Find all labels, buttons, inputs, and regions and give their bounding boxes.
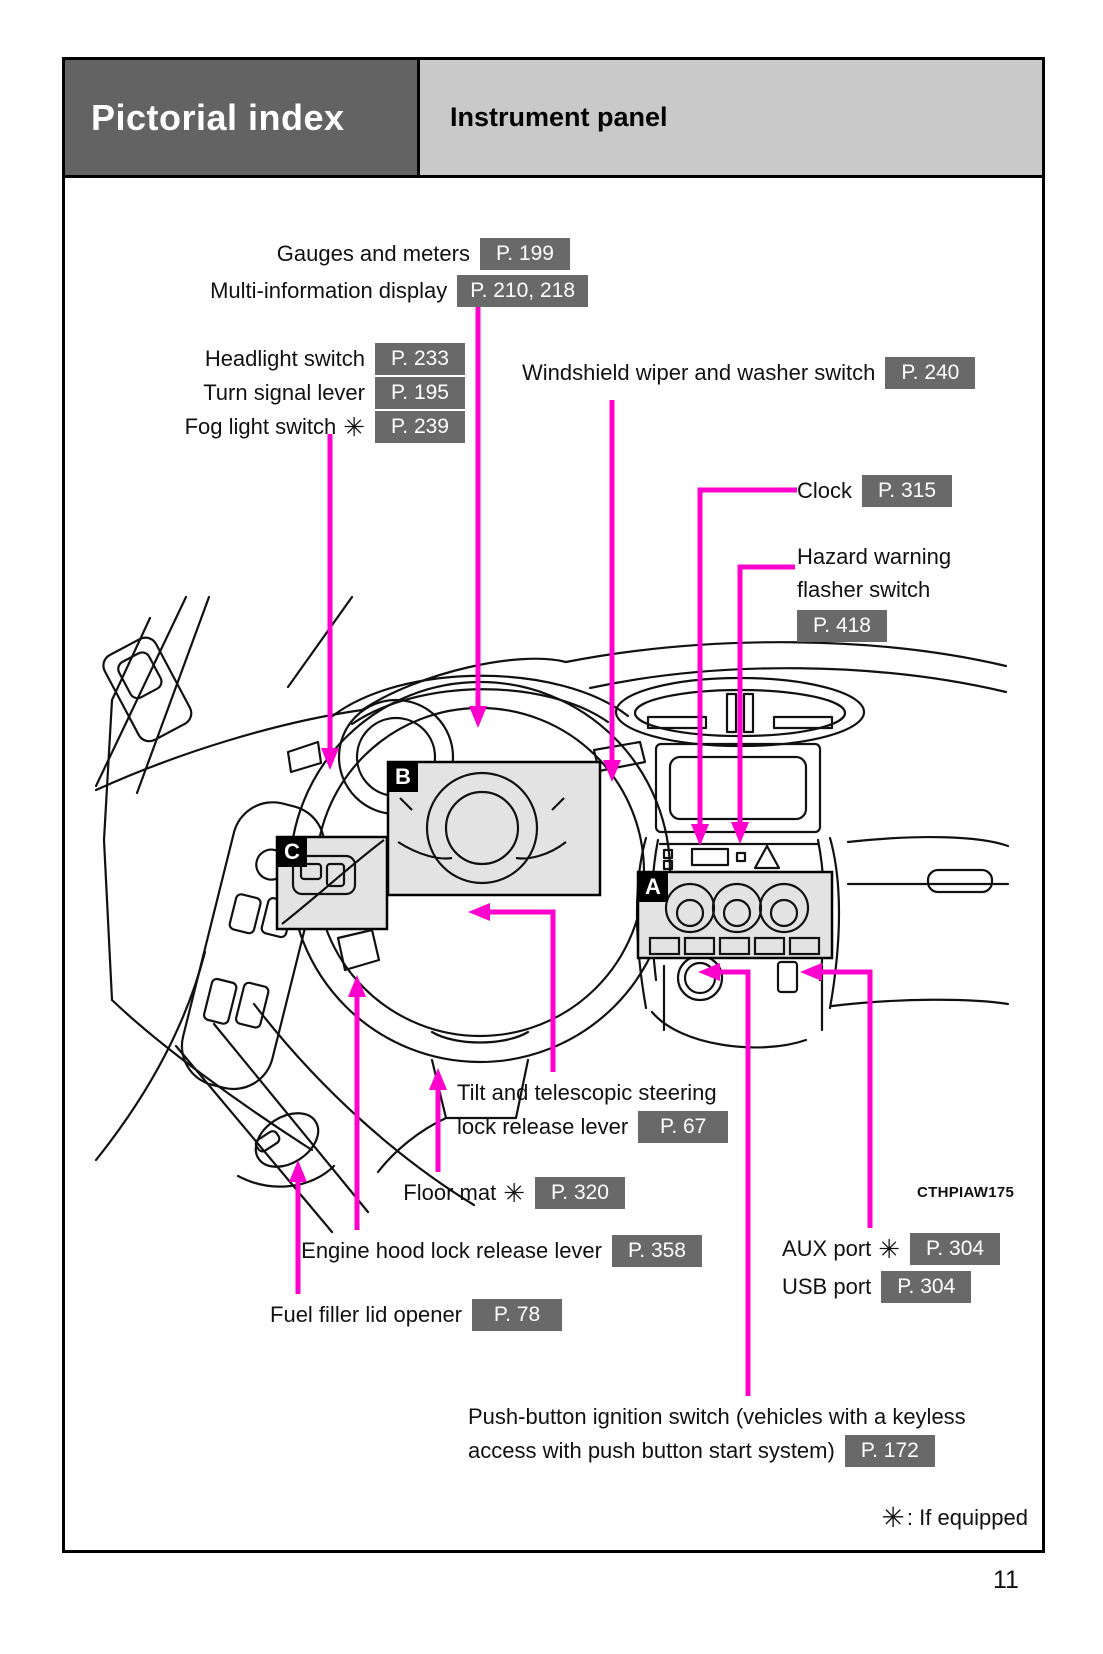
page-ref-badge: P. 304 <box>910 1233 1001 1265</box>
label-fog-light-switch: Fog light switch ✳ P. 239 <box>185 410 465 444</box>
label-text: Gauges and meters <box>276 241 470 266</box>
label-text: USB port <box>782 1274 872 1299</box>
label-headlight-switch: Headlight switch P. 233 <box>205 342 465 376</box>
page-ref-badge: P. 418 <box>797 610 887 642</box>
callout-letter-b: B <box>388 762 418 792</box>
label-text-line1: Hazard warning <box>797 544 952 569</box>
label-text-line1: Push-button ignition switch (vehicles wi… <box>468 1404 966 1429</box>
if-equipped-footnote: ✳ : If equipped <box>881 1504 1028 1532</box>
label-text: Headlight switch <box>204 346 365 371</box>
hazard-triangle-button <box>753 844 781 870</box>
dashboard-line-art <box>94 595 1010 1234</box>
label-text: Engine hood lock release lever <box>301 1238 602 1263</box>
label-text: Fog light switch <box>184 414 337 439</box>
leader-arrowheads <box>289 706 822 1182</box>
label-floor-mat: Floor mat ✳ P. 320 <box>403 1176 625 1210</box>
page-ref-badge: P. 240 <box>885 357 976 389</box>
page-ref-badge: P. 67 <box>638 1111 729 1143</box>
door-panel <box>94 616 326 1162</box>
label-clock: Clock P. 315 <box>797 474 953 508</box>
leader-hazard <box>737 564 795 824</box>
label-text-line2: lock release lever <box>457 1114 629 1139</box>
page-ref-badge: P. 315 <box>862 475 953 507</box>
page-header: Pictorial index Instrument panel <box>62 57 1045 178</box>
label-text-line2: access with push button start system) <box>468 1438 835 1463</box>
label-turn-signal-lever: Turn signal lever P. 195 <box>203 376 465 410</box>
hood-release-lever <box>336 928 381 972</box>
callout-letter-c: C <box>277 837 307 867</box>
page-ref-badge: P. 358 <box>612 1235 702 1267</box>
label-text: Clock <box>797 478 853 503</box>
page-ref-badge: P. 199 <box>480 238 570 270</box>
label-text-line1: Tilt and telescopic steering <box>457 1080 717 1105</box>
label-text: Turn signal lever <box>203 380 365 405</box>
label-aux-port: AUX port ✳ P. 304 <box>782 1232 1001 1266</box>
figure-code: CTHPIAW175 <box>917 1184 1015 1201</box>
page-ref-badge: P. 78 <box>472 1299 562 1331</box>
page-ref-badge: P. 210, 218 <box>457 275 588 307</box>
glovebox-handle <box>926 868 994 894</box>
label-text: Fuel filler lid opener <box>270 1302 462 1327</box>
aux-usb-port <box>776 960 799 994</box>
panel-b <box>386 760 602 897</box>
label-hazard-flasher-switch: Hazard warning flasher switch P. 418 <box>797 540 951 642</box>
label-fuel-filler-opener: Fuel filler lid opener P. 78 <box>270 1298 562 1332</box>
leader-tilt <box>488 909 556 1072</box>
label-multi-information-display: Multi-information display P. 210, 218 <box>210 274 588 308</box>
page-ref-badge: P. 233 <box>375 343 465 375</box>
if-equipped-asterisk: ✳ <box>343 412 365 442</box>
page-ref-badge: P. 172 <box>844 1435 935 1467</box>
leader-lines <box>295 302 873 1396</box>
leader-ignition <box>718 969 751 1396</box>
label-gauges: Gauges and meters P. 199 <box>277 237 570 271</box>
panel-a <box>636 870 834 960</box>
if-equipped-asterisk: ✳ <box>878 1234 901 1264</box>
leader-aux-usb <box>820 969 873 1228</box>
fuel-lid-opener-sketch <box>236 1112 336 1188</box>
leader-clock <box>697 487 797 826</box>
label-text-line2: flasher switch <box>797 577 931 602</box>
label-tilt-telescopic-lever: Tilt and telescopic steering lock releas… <box>457 1076 729 1144</box>
page-ref-badge: P. 304 <box>881 1271 972 1303</box>
footnote-asterisk: ✳ <box>881 1502 905 1533</box>
label-text: AUX port <box>782 1236 872 1261</box>
clock-display <box>690 847 730 867</box>
callout-letter-a: A <box>638 872 668 902</box>
page-ref-badge: P. 195 <box>375 377 465 409</box>
label-text: Multi-information display <box>210 278 448 303</box>
if-equipped-asterisk: ✳ <box>503 1178 525 1208</box>
section-title: Pictorial index <box>91 96 345 138</box>
label-text: Windshield wiper and washer switch <box>522 360 876 385</box>
section-tab: Pictorial index <box>65 60 420 175</box>
page-ref-badge: P. 320 <box>535 1177 625 1209</box>
label-windshield-wiper-switch: Windshield wiper and washer switch P. 24… <box>522 356 976 390</box>
label-engine-hood-release: Engine hood lock release lever P. 358 <box>301 1234 702 1268</box>
page-ref-badge: P. 239 <box>375 411 465 443</box>
subsection-bar: Instrument panel <box>420 60 1042 175</box>
label-text: Floor mat <box>403 1180 497 1205</box>
label-push-button-ignition: Push-button ignition switch (vehicles wi… <box>468 1400 966 1468</box>
callout-panels <box>275 760 834 960</box>
label-usb-port: USB port P. 304 <box>782 1270 972 1304</box>
page-title: Instrument panel <box>450 102 668 132</box>
page-number: 11 <box>993 1566 1019 1594</box>
turn-signal-stalk <box>286 740 323 774</box>
footnote-text: : If equipped <box>906 1505 1028 1530</box>
